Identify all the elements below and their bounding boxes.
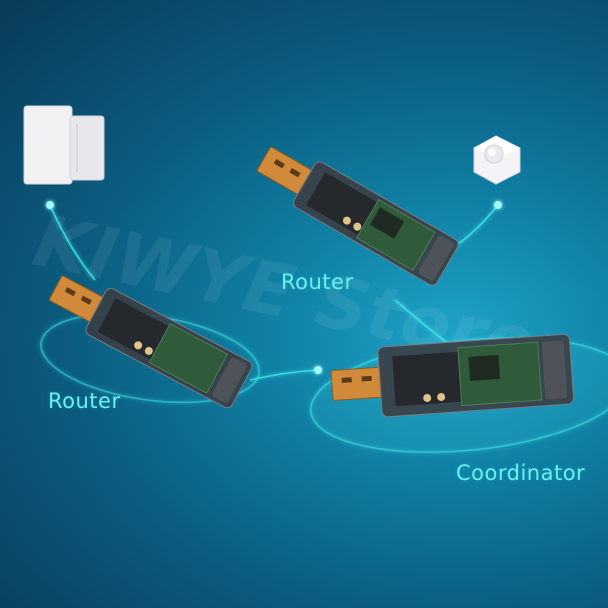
router-left-label: Router	[48, 389, 121, 413]
router-left-dongle	[49, 275, 253, 409]
node-door	[46, 201, 54, 209]
motion-sensor-icon	[473, 135, 521, 185]
router-top-dongle	[256, 146, 459, 286]
node-motion	[494, 201, 502, 209]
door-sensor-icon	[23, 105, 105, 185]
coordinator-label: Coordinator	[456, 461, 586, 485]
router-top-label: Router	[281, 270, 354, 294]
link-router-router	[249, 369, 319, 381]
node-coordinator	[314, 366, 322, 374]
link-door-router	[49, 204, 96, 281]
coordinator-dongle	[330, 333, 575, 418]
